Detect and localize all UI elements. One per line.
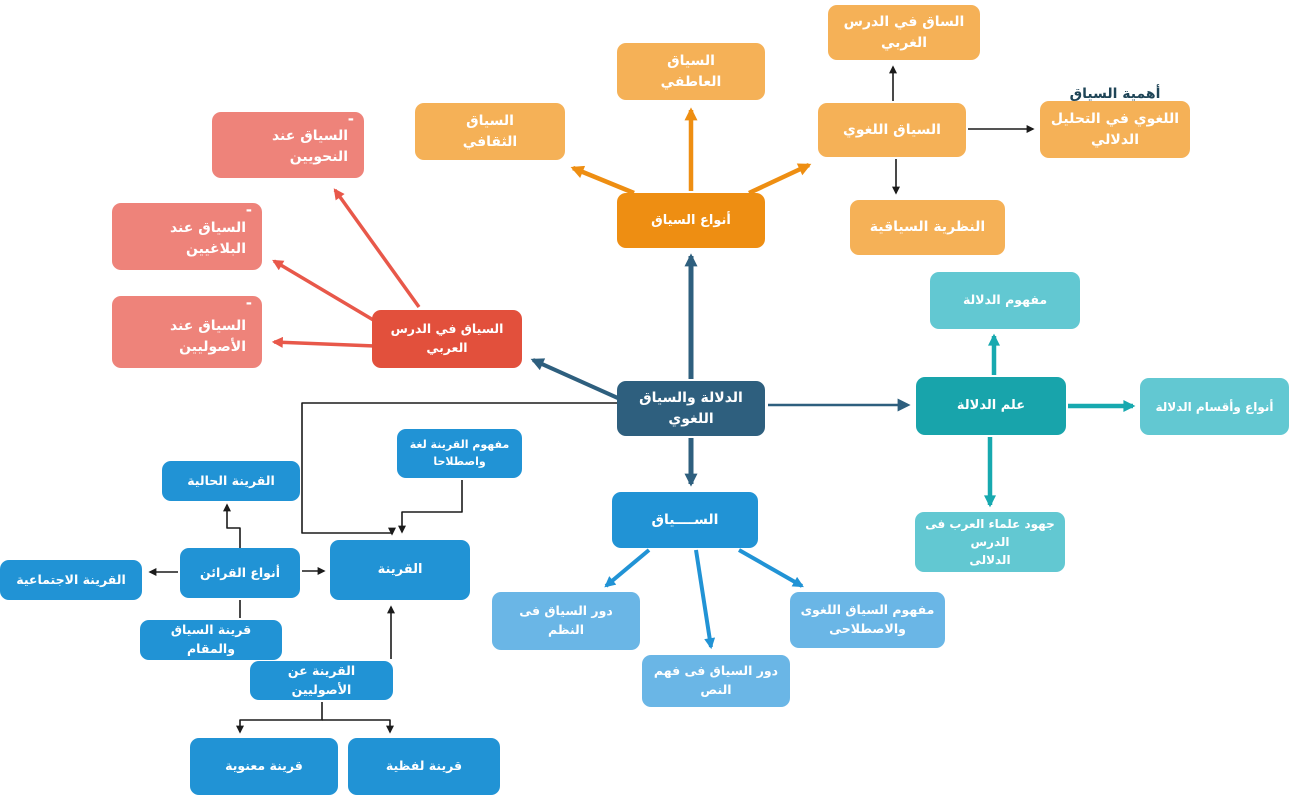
node-label: الدلالة والسياق اللغوي <box>639 389 743 427</box>
node-label: مفهوم السياق اللغوى والاصطلاحى <box>800 602 935 636</box>
node-label: قرينة السياق والمقام <box>170 622 252 656</box>
edge-mafhum-qarina-qarina <box>398 480 463 534</box>
node-siyaq-usuliyin[interactable]: - السياق عند الأصوليين <box>112 296 262 368</box>
node-juhud-ulama[interactable]: جهود علماء العرب فى الدرس الدلالى <box>915 512 1065 572</box>
node-qarina-ijtimaiya[interactable]: القرينة الاجتماعية <box>0 560 142 600</box>
node-anwa-qarain[interactable]: أنواع القرائن <box>180 548 300 598</box>
node-label: قرينة لفظية <box>385 758 463 774</box>
node-label: القرينة <box>377 562 423 578</box>
node-label: أنواع وأقسام الدلالة <box>1155 399 1274 414</box>
collapse-minus-icon[interactable]: - <box>245 201 252 219</box>
node-label: السياق عند الأصوليين <box>169 318 246 355</box>
edge-arabi-nahwiyin <box>333 188 421 309</box>
node-siyaq-arabi[interactable]: السياق في الدرس العربي <box>372 310 522 368</box>
node-label: الســــياق <box>651 511 719 528</box>
edge-anwa-siyaq-thaqafi <box>570 165 635 196</box>
node-label: دور السياق فى فهم النص <box>653 663 779 697</box>
node-label: السياق اللغوي <box>843 121 941 138</box>
edge-siyaq-mafhum <box>738 548 804 588</box>
node-label: القرينة الاجتماعية <box>16 571 126 587</box>
node-qarina-an-usuliyin[interactable]: القرينة عن الأصوليين <box>250 661 393 700</box>
node-label: مفهوم الدلالة <box>962 292 1048 308</box>
node-label: اللغوي في التحليل الدلالي <box>1050 110 1180 148</box>
edge-center-qarina <box>301 402 617 536</box>
node-al-qarina[interactable]: القرينة <box>330 540 470 600</box>
node-label: السياق في الدرس العربي <box>390 321 504 355</box>
node-label: السياق الثقافي <box>462 112 518 150</box>
node-label: النظرية السياقية <box>869 219 986 235</box>
node-nazariya-siyaqiya[interactable]: النظرية السياقية <box>850 200 1005 255</box>
node-label: أنواع القرائن <box>200 564 280 580</box>
node-siyaq-balaghiyin[interactable]: - السياق عند البلاغيين <box>112 203 262 270</box>
collapse-minus-icon[interactable]: - <box>347 110 354 128</box>
node-qarina-haliya[interactable]: القرينة الحالية <box>162 461 300 501</box>
edge-anwa-siyaq-lughawi <box>748 162 812 196</box>
node-label: السياق عند النحويين <box>271 128 348 165</box>
node-label: السياق عند البلاغيين <box>169 220 246 257</box>
node-label: الساق في الدرس الغربي <box>843 13 965 51</box>
node-label: مفهوم القرينة لغة واصطلاحا <box>409 438 510 468</box>
node-mafhum-siyaq[interactable]: مفهوم السياق اللغوى والاصطلاحى <box>790 592 945 648</box>
edge-anwa-qarain-haliya <box>223 503 241 548</box>
node-siyaq-atifi[interactable]: السياق العاطفي <box>617 43 765 100</box>
node-label: جهود علماء العرب فى الدرس الدلالى <box>925 517 1055 567</box>
node-anwa-dalala[interactable]: أنواع وأقسام الدلالة <box>1140 378 1289 435</box>
node-siyaq-thaqafi[interactable]: السياق الثقافي <box>415 103 565 160</box>
node-center[interactable]: الدلالة والسياق اللغوي <box>617 381 765 436</box>
node-ahamiyat-siyaq[interactable]: أهمية السياق اللغوي في التحليل الدلالي <box>1040 86 1190 158</box>
node-label: أنواع السياق <box>651 212 731 228</box>
node-siyaq-lughawi[interactable]: السياق اللغوي <box>818 103 966 157</box>
node-label: قرينة معنوية <box>225 758 303 774</box>
node-siyaq-gharbi[interactable]: الساق في الدرس الغربي <box>828 5 980 60</box>
edge-usuliyin-lafziya <box>322 719 394 734</box>
edge-siyaq-nazm <box>604 548 651 588</box>
node-label: القرينة عن الأصوليين <box>287 662 356 697</box>
edge-center-siyaq-arabi <box>530 358 621 401</box>
node-label: علم الدلالة <box>956 398 1026 414</box>
node-qarina-siyaq-maqam[interactable]: قرينة السياق والمقام <box>140 620 282 660</box>
edge-arabi-balaghiyin <box>272 259 376 323</box>
edge-siyaq-fahm <box>694 549 716 650</box>
node-mafhum-dalala[interactable]: مفهوم الدلالة <box>930 272 1080 329</box>
edge-usuliyin-manawiya <box>236 702 323 734</box>
node-ilm-dalala[interactable]: علم الدلالة <box>916 377 1066 435</box>
node-label: السياق العاطفي <box>660 52 722 90</box>
node-siyaq-nahwiyin[interactable]: - السياق عند النحويين <box>212 112 364 178</box>
node-dawr-nazm[interactable]: دور السياق فى النظم <box>492 592 640 650</box>
node-anwa-siyaq[interactable]: أنواع السياق <box>617 193 765 248</box>
node-dawr-fahm[interactable]: دور السياق فى فهم النص <box>642 655 790 707</box>
edge-arabi-usuliyin <box>271 336 376 348</box>
node-mafhum-qarina[interactable]: مفهوم القرينة لغة واصطلاحا <box>397 429 522 478</box>
collapse-minus-icon[interactable]: - <box>245 294 252 312</box>
node-qarina-manawiya[interactable]: قرينة معنوية <box>190 738 338 795</box>
node-label: القرينة الحالية <box>187 472 275 488</box>
node-label: دور السياق فى النظم <box>519 603 613 637</box>
node-qarina-lafziya[interactable]: قرينة لفظية <box>348 738 500 795</box>
node-overflow-label: أهمية السياق <box>1069 86 1161 102</box>
node-al-siyaq[interactable]: الســــياق <box>612 492 758 548</box>
